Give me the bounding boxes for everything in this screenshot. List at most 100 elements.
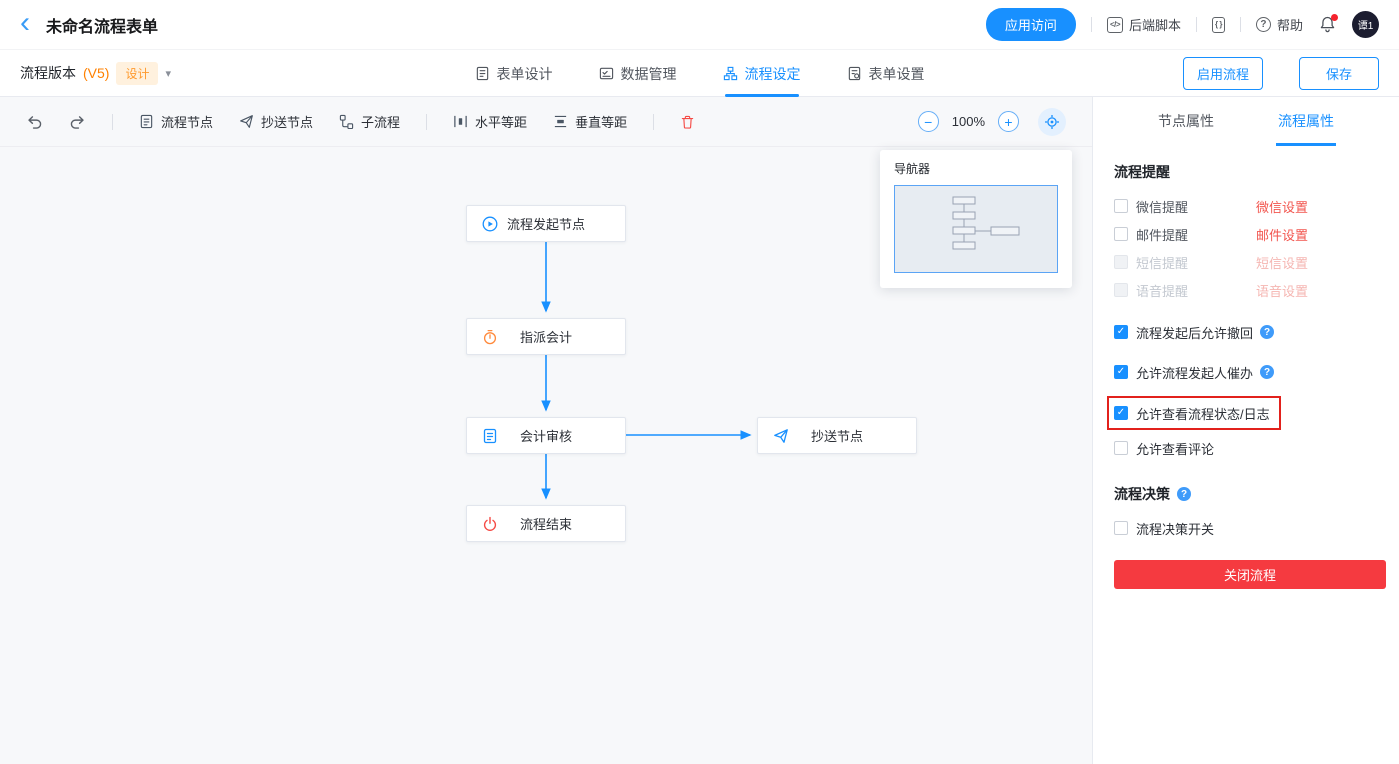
- help-icon[interactable]: ?: [1260, 365, 1275, 379]
- tab-label: 表单设置: [868, 65, 925, 82]
- tab-form-settings[interactable]: 表单设置: [847, 50, 925, 97]
- flow-node-label: 流程节点: [161, 115, 214, 130]
- backend-script-button[interactable]: </> 后端脚本: [1106, 15, 1182, 34]
- node-label: 会计审核: [519, 429, 572, 444]
- flow-canvas[interactable]: 流程节点 抄送节点: [0, 97, 1092, 764]
- option-label: 允许查看流程状态/日志: [1136, 406, 1270, 422]
- enable-flow-button[interactable]: 启用流程: [1183, 56, 1263, 90]
- reminder-row-email: 邮件提醒 邮件设置: [1114, 220, 1308, 248]
- back-button[interactable]: ‹: [20, 5, 30, 39]
- panel-tab-node-props[interactable]: 节点属性: [1156, 97, 1216, 146]
- allow-withdraw-checkbox[interactable]: ✓: [1114, 325, 1128, 339]
- tab-data-manage[interactable]: 数据管理: [599, 50, 677, 97]
- flow-node-cc[interactable]: 抄送节点: [757, 417, 917, 454]
- v-spacing-label: 垂直等距: [575, 115, 628, 130]
- zoom-out-button[interactable]: −: [917, 111, 939, 132]
- backend-script-label: 后端脚本: [1129, 18, 1182, 33]
- decision-switch-checkbox[interactable]: [1114, 521, 1128, 535]
- version-dropdown-caret[interactable]: ▾: [165, 67, 171, 80]
- option-row-decision-switch: 流程决策开关: [1114, 514, 1385, 542]
- form-settings-icon: [848, 66, 860, 81]
- undo-button[interactable]: [26, 114, 43, 130]
- flow-node-review[interactable]: 会计审核: [466, 417, 626, 454]
- flow-setting-icon: [723, 66, 737, 81]
- divider: [1196, 17, 1198, 32]
- subbar-actions: 启用流程 保存: [1183, 56, 1379, 90]
- sub-header: 流程版本 (V5) 设计 ▾ 表单设计 数据管理: [0, 50, 1399, 97]
- allow-urge-checkbox[interactable]: ✓: [1114, 365, 1128, 379]
- help-icon[interactable]: ?: [1177, 487, 1191, 501]
- flow-node-assign[interactable]: 指派会计: [466, 318, 626, 355]
- tab-label: 流程设定: [744, 65, 801, 82]
- version-label: 流程版本: [20, 65, 76, 81]
- divider: [1090, 17, 1092, 32]
- panel-tabs: 节点属性 流程属性: [1093, 97, 1399, 146]
- add-subflow-button[interactable]: 子流程: [339, 112, 400, 131]
- subflow-label: 子流程: [361, 115, 401, 130]
- wechat-reminder-checkbox[interactable]: [1114, 199, 1128, 213]
- reminder-label: 微信提醒: [1136, 199, 1189, 215]
- question-icon: ?: [1255, 17, 1271, 32]
- email-settings-link[interactable]: 邮件设置: [1255, 227, 1308, 243]
- v-spacing-button[interactable]: 垂直等距: [553, 112, 627, 131]
- locate-button[interactable]: [1038, 107, 1066, 136]
- save-button[interactable]: 保存: [1299, 56, 1379, 90]
- redo-button[interactable]: [69, 114, 86, 130]
- reminder-row-wechat: 微信提醒 微信设置: [1114, 192, 1308, 220]
- option-label: 流程决策开关: [1136, 521, 1215, 537]
- page-title: 未命名流程表单: [46, 18, 159, 36]
- panel-body: 流程提醒 微信提醒 微信设置 邮件提醒 邮件设置 短信提醒 短信设置: [1093, 146, 1399, 589]
- email-reminder-checkbox[interactable]: [1114, 227, 1128, 241]
- annotation-highlight-box: ✓ 允许查看流程状态/日志: [1107, 396, 1281, 430]
- h-spacing-button[interactable]: 水平等距: [453, 112, 527, 131]
- minimap-sketch: [952, 196, 1020, 250]
- main-area: 流程节点 抄送节点: [0, 97, 1399, 764]
- locate-icon: [1045, 114, 1059, 129]
- flow-node-end[interactable]: 流程结束: [466, 505, 626, 542]
- flow-node-start[interactable]: 流程发起节点: [466, 205, 626, 242]
- reminder-row-sms: 短信提醒 短信设置: [1114, 248, 1308, 276]
- option-row-allow-urge: ✓ 允许流程发起人催办 ?: [1114, 358, 1385, 386]
- top-header: ‹ 未命名流程表单 应用访问 </> 后端脚本 { } ? 帮助: [0, 0, 1399, 50]
- sms-settings-link: 短信设置: [1255, 255, 1308, 271]
- zoom-in-button[interactable]: +: [998, 111, 1019, 132]
- tab-form-design[interactable]: 表单设计: [475, 50, 553, 97]
- app-access-button[interactable]: 应用访问: [985, 8, 1076, 41]
- reminder-label: 邮件提醒: [1136, 227, 1189, 243]
- tab-flow-setting[interactable]: 流程设定: [723, 50, 801, 97]
- design-badge[interactable]: 设计: [116, 61, 159, 85]
- canvas-toolbar-left: 流程节点 抄送节点: [26, 112, 695, 131]
- option-label: 允许流程发起人催办: [1136, 365, 1254, 381]
- function-button[interactable]: { }: [1212, 16, 1225, 33]
- version-group: 流程版本 (V5) 设计 ▾: [20, 61, 171, 85]
- version-number: (V5): [83, 65, 110, 81]
- avatar[interactable]: 谭1: [1352, 11, 1379, 38]
- data-manage-icon: [599, 67, 613, 80]
- allow-comments-checkbox[interactable]: [1114, 441, 1128, 455]
- delete-button[interactable]: [680, 114, 695, 130]
- tab-label: 表单设计: [496, 65, 553, 82]
- wechat-settings-link[interactable]: 微信设置: [1255, 199, 1308, 215]
- add-flow-node-button[interactable]: 流程节点: [139, 112, 213, 131]
- code-icon: </>: [1106, 16, 1124, 33]
- help-button[interactable]: ? 帮助: [1255, 15, 1303, 34]
- panel-tab-flow-props[interactable]: 流程属性: [1276, 97, 1336, 146]
- help-icon[interactable]: ?: [1260, 325, 1275, 339]
- reminder-row-voice: 语音提醒 语音设置: [1114, 276, 1308, 304]
- allow-view-status-checkbox[interactable]: ✓: [1114, 406, 1128, 420]
- main-tabs: 表单设计 数据管理 流程设定: [475, 50, 925, 97]
- close-flow-button[interactable]: 关闭流程: [1114, 560, 1386, 589]
- power-icon: [482, 516, 498, 532]
- decision-title-label: 流程决策: [1114, 486, 1170, 502]
- cc-node-label: 抄送节点: [261, 115, 314, 130]
- navigator-minimap[interactable]: [894, 185, 1058, 273]
- add-cc-node-button[interactable]: 抄送节点: [239, 112, 313, 131]
- notification-button[interactable]: [1318, 14, 1338, 34]
- paper-plane-icon: [240, 115, 253, 128]
- help-label: 帮助: [1276, 18, 1303, 33]
- flow-node-icon: [140, 114, 153, 129]
- node-label: 流程发起节点: [506, 217, 585, 232]
- voice-reminder-checkbox: [1114, 283, 1128, 297]
- notification-dot: [1331, 14, 1338, 21]
- timer-icon: [482, 329, 498, 345]
